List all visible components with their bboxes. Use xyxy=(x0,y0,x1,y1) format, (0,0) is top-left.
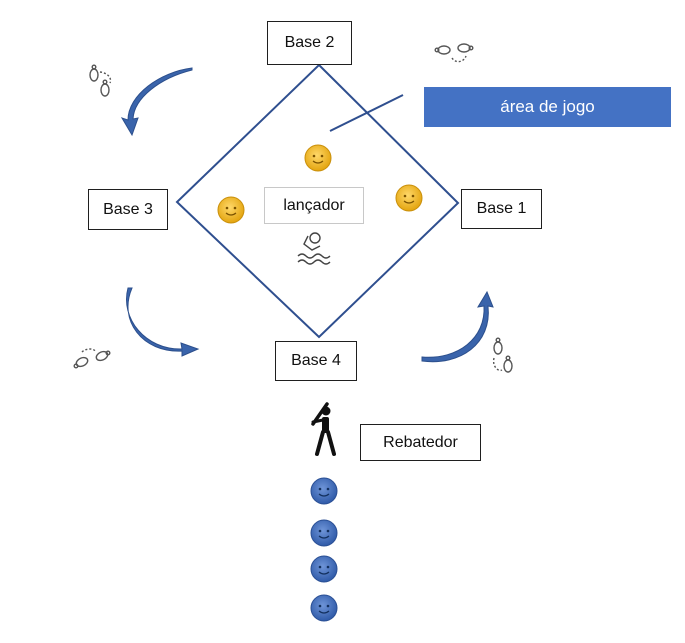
swimmer-icon xyxy=(297,232,331,265)
footprints-icon xyxy=(73,348,111,369)
smiley-face-icon xyxy=(310,555,338,583)
footprints-icon xyxy=(492,337,513,373)
smiley-face-icon xyxy=(304,144,332,172)
smiley-face-icon xyxy=(310,477,338,505)
base-2-label: Base 2 xyxy=(267,21,352,65)
base-3-label: Base 3 xyxy=(88,189,168,230)
batter-icon xyxy=(311,402,336,456)
play-area-banner: área de jogo xyxy=(424,87,671,127)
infield-diamond xyxy=(175,63,460,339)
base-4-label: Base 4 xyxy=(275,341,357,381)
base-1-label: Base 1 xyxy=(461,189,542,229)
curved-arrow-icon xyxy=(120,67,193,137)
curved-arrow-icon xyxy=(421,290,494,363)
smiley-face-icon xyxy=(217,196,245,224)
pitcher-label: lançador xyxy=(264,187,364,224)
batter-label: Rebatedor xyxy=(360,424,481,461)
smiley-face-icon xyxy=(310,594,338,622)
play-area-pointer xyxy=(329,94,404,132)
footprints-icon xyxy=(89,64,112,97)
smiley-face-icon xyxy=(395,184,423,212)
footprints-icon xyxy=(434,43,474,63)
smiley-face-icon xyxy=(310,519,338,547)
curved-arrow-icon xyxy=(126,287,200,357)
